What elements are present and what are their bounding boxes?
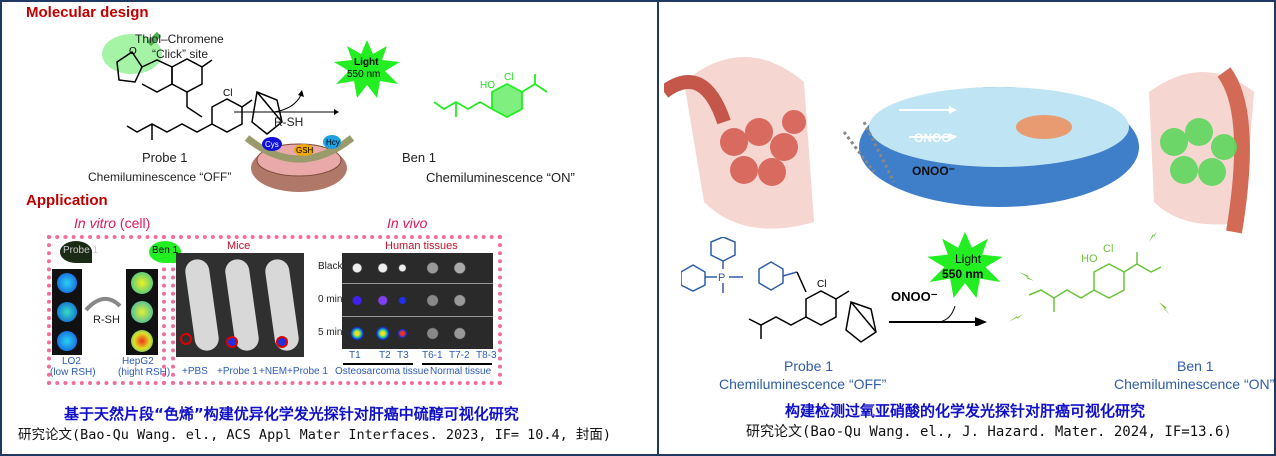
product-state: Chemiluminescence “ON”	[426, 170, 575, 185]
curved-arrow-icon	[84, 297, 122, 312]
svg-text:Cys: Cys	[265, 140, 279, 149]
onoo-label-1: ONOO⁻	[914, 131, 958, 145]
svg-text:Cl: Cl	[223, 88, 232, 99]
tissue-row-2: 0 min	[318, 294, 343, 305]
probe-state: Chemiluminescence “OFF”	[88, 170, 232, 184]
onoo-label-2: ONOO⁻	[912, 164, 956, 178]
right-light-label: Light	[955, 252, 982, 266]
tumor-illustration	[664, 57, 1254, 234]
lo2-cell-images	[52, 269, 82, 355]
in-vitro-box	[47, 235, 166, 385]
osteo-bracket	[343, 363, 413, 365]
in-vitro-label: In vitro (cell)	[74, 215, 151, 231]
svg-text:HO: HO	[1081, 253, 1098, 265]
right-product-name: Ben 1	[1177, 358, 1214, 374]
lo2-label: LO2	[62, 356, 81, 367]
ben-tag: Ben 1	[149, 241, 181, 263]
light-starburst-icon-right	[927, 231, 1003, 298]
svg-text:P: P	[718, 272, 725, 284]
probe-name: Probe 1	[142, 150, 188, 165]
right-probe-name: Probe 1	[784, 358, 834, 374]
normal-bracket	[422, 363, 492, 365]
osteo-label: Osteosarcoma tissue	[335, 366, 429, 377]
lo2-sublabel: (low RSH)	[50, 367, 96, 378]
mice-group-1: +PBS	[182, 366, 208, 377]
hepg2-cell-images	[126, 269, 158, 355]
mice-image	[176, 253, 304, 357]
ben1-structure: HO Cl	[433, 72, 548, 119]
light-wavelength: 550 nm	[347, 69, 381, 80]
light-label: Light	[354, 57, 379, 68]
light-starburst-icon	[334, 40, 400, 98]
molecular-design-heading: Molecular design	[26, 4, 149, 21]
svg-text:GSH: GSH	[296, 146, 314, 155]
svg-text:O: O	[129, 46, 137, 57]
svg-text:HO: HO	[480, 80, 495, 91]
in-vivo-box	[171, 235, 502, 385]
cell-reagent: R-SH	[93, 314, 120, 326]
probe-structure-right: P Cl	[681, 237, 877, 343]
reagent-label: R-SH	[274, 115, 304, 129]
hepg2-label: HepG2	[122, 356, 154, 367]
svg-text:Cl: Cl	[1103, 243, 1113, 255]
mice-group-2: +Probe 1	[217, 366, 258, 377]
right-product-state: Chemiluminescence “ON”	[1114, 376, 1275, 392]
in-vivo-label: In vivo	[387, 215, 428, 231]
click-site-label-1: Thiol–Chromene	[135, 32, 224, 46]
left-citation: 研究论文(Bao-Qu Wang. el., ACS Appl Mater In…	[18, 427, 612, 443]
product-name: Ben 1	[402, 150, 436, 165]
right-panel: ONOO⁻ ONOO⁻ P Cl Probe 1 Chemiluminescen…	[657, 0, 1276, 456]
application-heading: Application	[26, 192, 108, 209]
ben1-structure-right: HO Cl	[1009, 232, 1170, 322]
mitochondrion-illustration: Cys GSH Hcy	[244, 135, 355, 192]
tissue-row-1: Black	[318, 261, 343, 272]
mice-title: Mice	[227, 240, 251, 252]
right-citation: 研究论文(Bao-Qu Wang. el., J. Hazard. Mater.…	[746, 424, 1232, 440]
reaction-arrow	[234, 90, 339, 115]
left-panel: Molecular design O Cl Thiol–Chromene “Cl…	[0, 0, 659, 456]
svg-text:Cl: Cl	[504, 72, 513, 83]
left-caption: 基于天然片段“色烯”构建优异化学发光探针对肝癌中硫醇可视化研究	[64, 405, 519, 423]
right-probe-state: Chemiluminescence “OFF”	[719, 376, 887, 392]
right-onoo-reagent: ONOO⁻	[891, 289, 938, 304]
probe-structure: O Cl	[102, 31, 283, 140]
right-reaction-arrow	[889, 305, 987, 326]
svg-text:Hcy: Hcy	[326, 138, 340, 147]
normal-label: Normal tissue	[430, 366, 492, 377]
mice-group-3: +NEM+Probe 1	[259, 366, 328, 377]
click-site-label-2: “Click” site	[152, 47, 208, 61]
right-light-wavelength: 550 nm	[942, 267, 984, 281]
probe-tag: Probe 1	[60, 241, 98, 263]
tissue-image	[342, 253, 493, 349]
svg-text:Cl: Cl	[817, 279, 826, 290]
tissue-row-3: 5 min	[318, 327, 343, 338]
right-caption: 构建检测过氧亚硝酸的化学发光探针对肝癌可视化研究	[785, 402, 1146, 420]
hepg2-sublabel: (hight RSH)	[118, 367, 171, 378]
tissues-title: Human tissues	[385, 240, 458, 252]
